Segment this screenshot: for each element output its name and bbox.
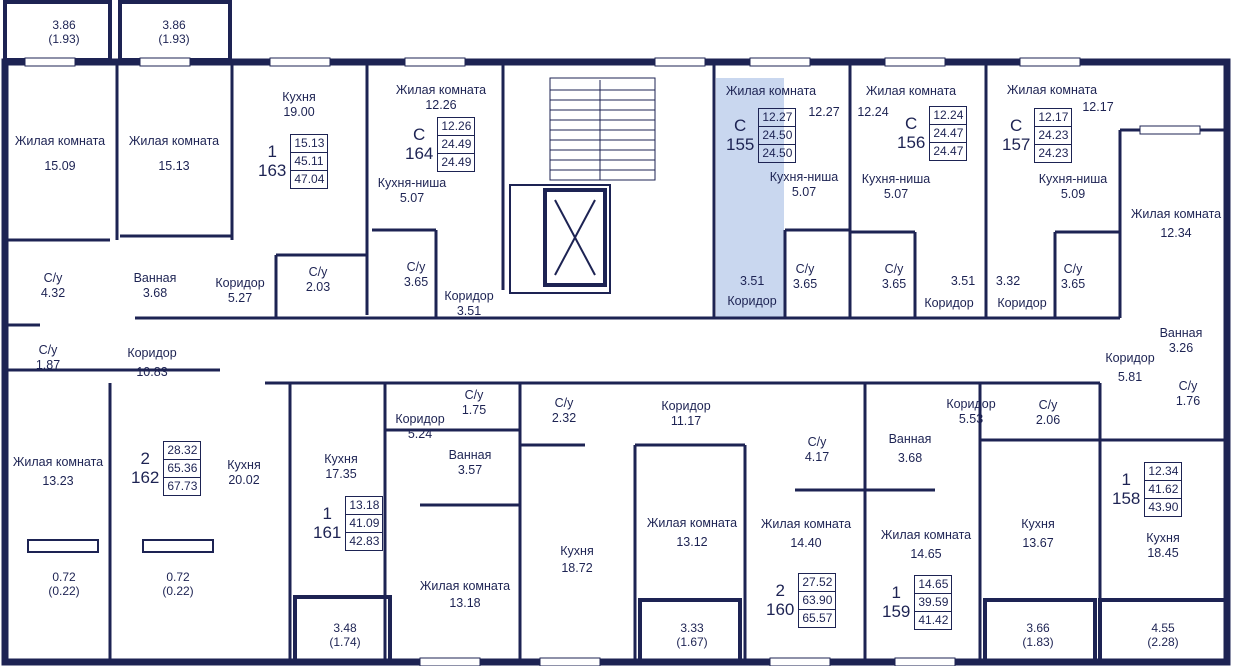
corridor-label: 3.32 [995, 274, 1021, 288]
room-label: 12.24 [857, 105, 889, 119]
balcony-bottom-1: 0.72(0.22) [48, 570, 80, 598]
room-label: Жилая комната [725, 84, 817, 98]
balcony-top-2: 3.86(1.93) [158, 18, 190, 46]
room-label: Жилая комната [865, 84, 957, 98]
balcony-bottom-5: 3.66(1.83) [1022, 621, 1054, 649]
corridor-label: 3.51 [740, 274, 765, 288]
apartment-155-highlight [716, 78, 784, 318]
balcony-bottom-2: 0.72(0.22) [162, 570, 194, 598]
bottom-balconies [27, 539, 1229, 665]
top-balconies [3, 0, 232, 62]
corridor-label: 3.51 [950, 274, 976, 288]
corridor-label: Коридор [997, 296, 1047, 310]
corridor-label: Коридор [924, 296, 974, 310]
corridor-label: Коридор [727, 294, 777, 308]
room-label: 12.17 [1082, 100, 1114, 114]
interior-walls [5, 62, 1227, 662]
balcony-bottom-4: 3.33(1.67) [676, 621, 708, 649]
balcony-bottom-6: 4.55(2.28) [1147, 621, 1179, 649]
room-label: Жилая комната [1006, 83, 1098, 97]
walls [1, 58, 1231, 666]
room-label: 12.27 [808, 105, 840, 119]
stair-core [509, 77, 656, 294]
balcony-bottom-3: 3.48(1.74) [329, 621, 361, 649]
windows [24, 57, 1201, 666]
balcony-top-1: 3.86(1.93) [48, 18, 80, 46]
